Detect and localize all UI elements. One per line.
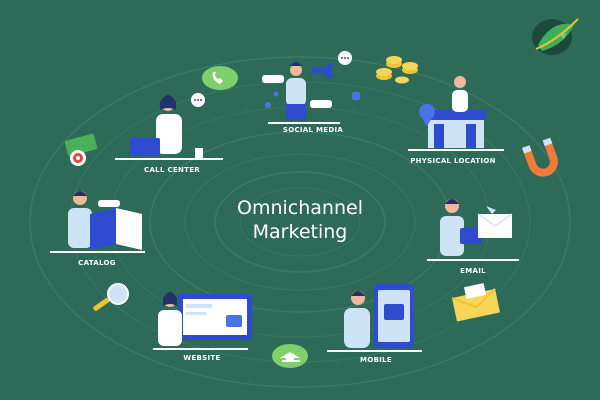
magnifier-icon	[93, 283, 129, 311]
delivery-truck-icon	[272, 344, 308, 368]
channel-mobile	[327, 284, 422, 352]
money-target-icon	[64, 133, 98, 166]
leaf-logo-icon	[532, 18, 579, 55]
label-call-center: CALL CENTER	[144, 166, 200, 174]
channel-social-media	[262, 51, 360, 124]
label-social-media: SOCIAL MEDIA	[283, 126, 344, 134]
channel-catalog	[50, 191, 145, 253]
diagram-title-line1: Omnichannel	[237, 197, 363, 219]
envelope-icon	[451, 283, 501, 322]
diagram-title-line2: Marketing	[253, 221, 348, 243]
label-email: EMAIL	[460, 267, 486, 275]
label-catalog: CATALOG	[78, 259, 116, 267]
coin-stack-icon	[376, 56, 418, 84]
phone-icon	[202, 66, 238, 90]
channel-call-center	[115, 93, 223, 160]
label-physical-location: PHYSICAL LOCATION	[410, 157, 496, 165]
channel-physical-location	[408, 76, 504, 151]
channel-email	[427, 199, 519, 261]
channel-website	[153, 292, 252, 350]
label-website: WEBSITE	[183, 354, 220, 362]
magnet-icon	[522, 137, 558, 177]
label-mobile: MOBILE	[360, 356, 392, 364]
